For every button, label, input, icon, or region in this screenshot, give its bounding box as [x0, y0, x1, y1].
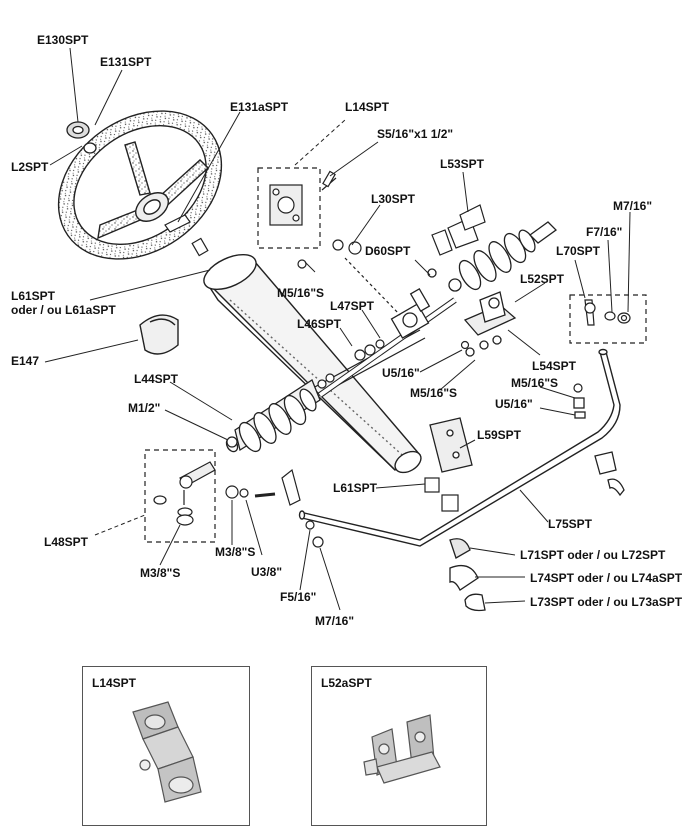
label-u516-right: U5/16" [495, 397, 533, 411]
leader-l14 [294, 119, 346, 166]
label-l61spt-upper: L61SPT [11, 289, 56, 303]
label-l52spt: L52SPT [520, 272, 565, 286]
label-l2spt: L2SPT [11, 160, 49, 174]
horn-button-parts [66, 121, 97, 154]
label-u38: U3/8" [251, 565, 283, 579]
label-l61spt-lower: L61SPT [333, 481, 378, 495]
grommets-lower [424, 477, 459, 512]
tie-rod-end-group-left [144, 449, 216, 543]
small-fasteners-left [225, 436, 324, 548]
inset-l14spt-title: L14SPT [92, 676, 137, 690]
label-l70spt: L70SPT [556, 244, 601, 258]
hub-adapter-part [164, 214, 209, 257]
rack-housing [318, 268, 457, 398]
u-joint-group [257, 167, 337, 249]
tie-rod-end-group-right [569, 294, 647, 344]
label-l54spt: L54SPT [532, 359, 577, 373]
label-l53spt: L53SPT [440, 157, 485, 171]
label-m716-upper: M7/16" [613, 199, 653, 213]
steering-column [203, 253, 422, 474]
anti-roll-bar-fittings [449, 397, 625, 612]
u-joint-photo [132, 701, 202, 803]
rack-bellows-right [448, 221, 557, 292]
rack-bellows-left [225, 379, 321, 453]
inset-l52aspt-title: L52aSPT [321, 676, 372, 690]
label-l73-l73a: L73SPT oder / ou L73aSPT [530, 595, 683, 609]
label-f716-upper: F7/16" [586, 225, 623, 239]
plate-l59 [429, 417, 473, 473]
label-m516s-right: M5/16"S [511, 376, 559, 390]
label-l30spt: L30SPT [371, 192, 416, 206]
label-l14spt: L14SPT [345, 100, 390, 114]
label-l74-l74a: L74SPT oder / ou L74aSPT [530, 571, 683, 585]
bracket-photo [363, 714, 441, 784]
label-m516s-left: M5/16"S [277, 286, 325, 300]
label-e147: E147 [11, 354, 40, 368]
label-l61-alt: oder / ou L61aSPT [11, 303, 116, 317]
label-s516-bolt: S5/16"x1 1/2" [377, 127, 454, 141]
label-f516: F5/16" [280, 590, 317, 604]
small-fasteners-upper [297, 259, 583, 393]
label-e131spt: E131SPT [100, 55, 152, 69]
label-m12: M1/2" [128, 401, 161, 415]
label-d60spt: D60SPT [365, 244, 411, 258]
label-m38s-mid: M3/8"S [215, 545, 256, 559]
label-m716-lower: M7/16" [315, 614, 355, 628]
label-u516-mid: U5/16" [382, 366, 420, 380]
shaft-washers [317, 239, 401, 389]
label-l47spt: L47SPT [330, 299, 375, 313]
mounting-bracket [463, 291, 517, 357]
label-l44spt: L44SPT [134, 372, 179, 386]
label-e131aspt: E131aSPT [230, 100, 289, 114]
label-m38s-lower: M3/8"S [140, 566, 181, 580]
clamp-l53 [431, 204, 486, 256]
label-l59spt: L59SPT [477, 428, 522, 442]
label-l71-l72: L71SPT oder / ou L72SPT [520, 548, 666, 562]
inset-l14spt: L14SPT [82, 666, 250, 826]
label-l48spt: L48SPT [44, 535, 89, 549]
column-cover-e147 [139, 314, 179, 355]
anti-roll-bar [298, 348, 621, 547]
inset-l52aspt: L52aSPT [311, 666, 487, 826]
label-l75spt: L75SPT [548, 517, 593, 531]
label-l46spt: L46SPT [297, 317, 342, 331]
leader-lines [44, 47, 631, 611]
label-e130spt: E130SPT [37, 33, 89, 47]
steering-wheel [57, 110, 223, 260]
label-m516s-mid: M5/16"S [410, 386, 458, 400]
